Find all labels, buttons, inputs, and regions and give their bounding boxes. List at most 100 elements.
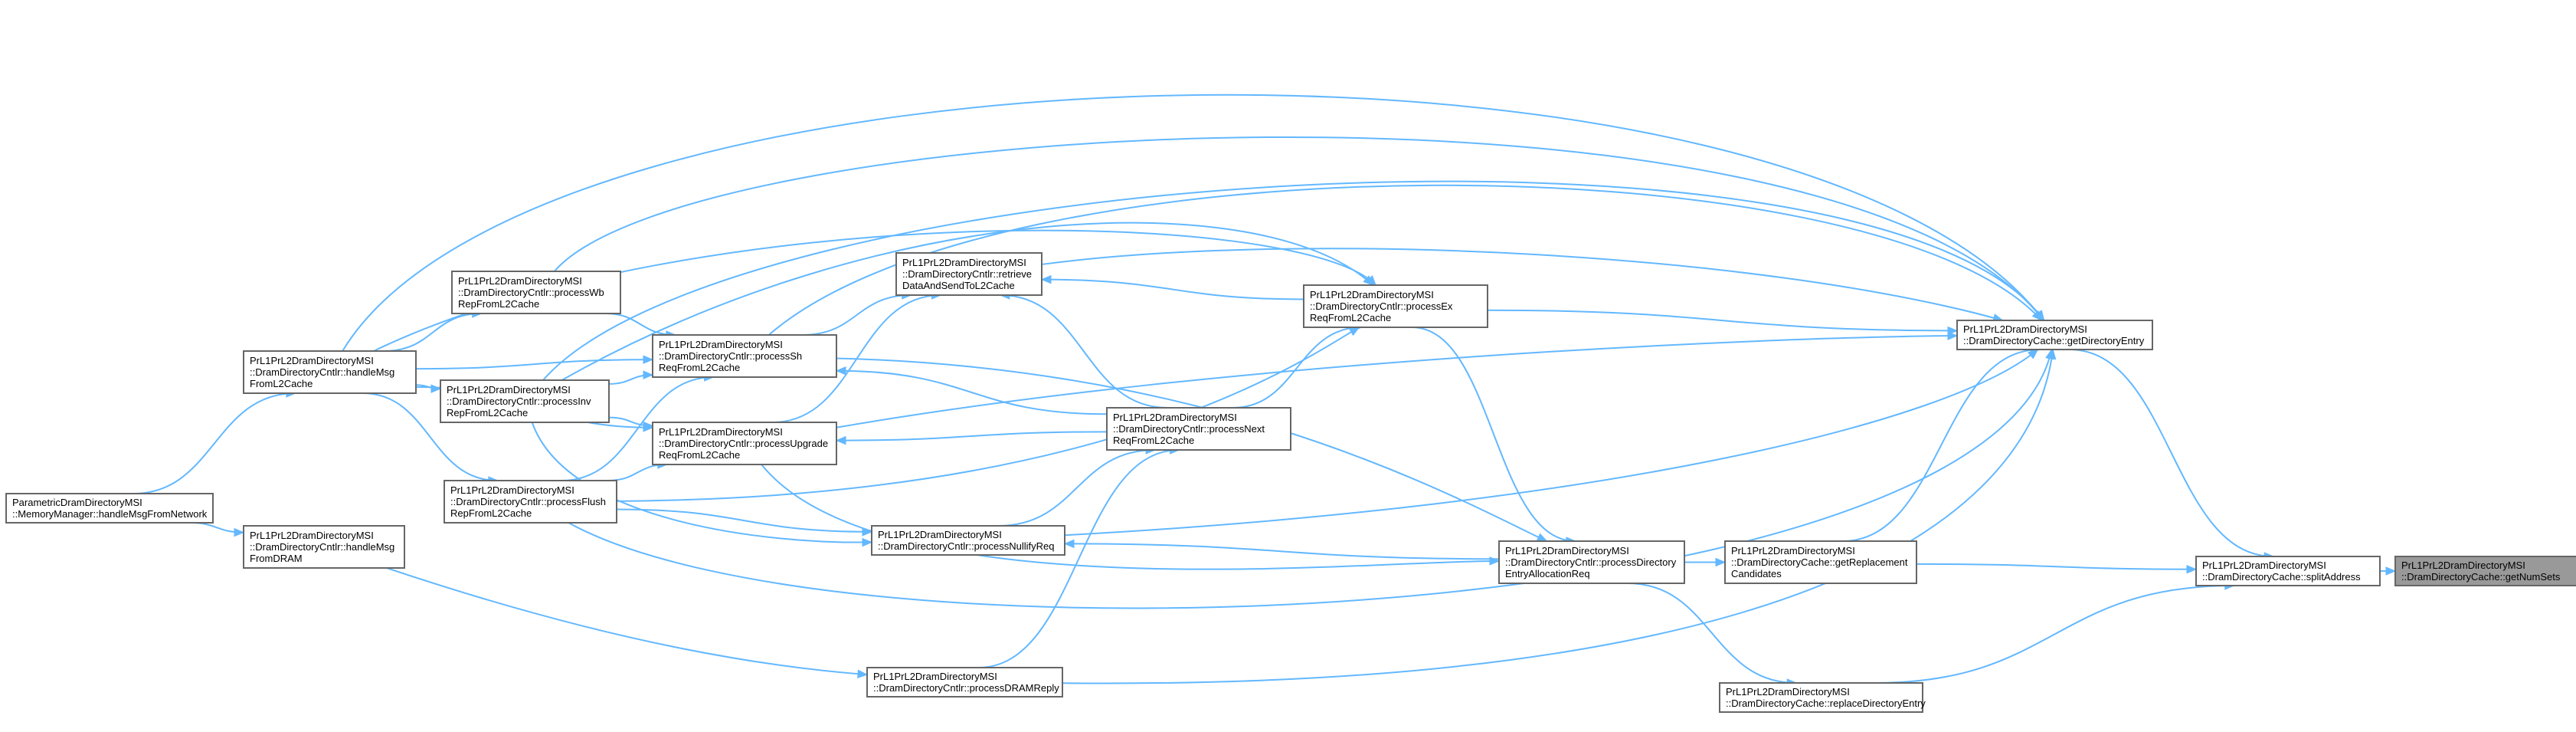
node-label-line: ReqFromL2Cache: [1113, 435, 1194, 446]
edge-handleMsgFromL2Cache-to-processInvRepFromL2Cache: [415, 384, 442, 393]
arrowhead: [1063, 539, 1075, 549]
node-processNullifyReq[interactable]: PrL1PrL2DramDirectoryMSI::DramDirectoryC…: [871, 525, 1065, 556]
node-label-line: ::DramDirectoryCntlr::processDirectory: [1505, 556, 1677, 568]
edge-processDirectoryEntryAllocationReq-to-getReplacementCandidates: [1684, 557, 1727, 567]
node-box[interactable]: [1498, 540, 1685, 584]
node-box[interactable]: [895, 252, 1043, 296]
node-label-line: DataAndSendToL2Cache: [902, 280, 1015, 291]
arrowhead: [2034, 310, 2044, 322]
node-label-line: ReqFromL2Cache: [1310, 312, 1391, 323]
edge-line: [836, 369, 1108, 415]
edge-line: [836, 335, 1958, 428]
arrowhead: [862, 527, 873, 537]
node-label-line: ::DramDirectoryCntlr::processUpgrade: [659, 438, 828, 449]
node-label-line: Candidates: [1731, 568, 1782, 579]
edge-line: [415, 359, 653, 370]
edge-line: [836, 431, 1108, 441]
node-label-line: ::DramDirectoryCntlr::processWb: [458, 287, 604, 298]
node-box[interactable]: [5, 493, 214, 524]
node-box[interactable]: [1956, 320, 2153, 350]
node-processNextReqFromL2Cache[interactable]: PrL1PrL2DramDirectoryMSI::DramDirectoryC…: [1106, 407, 1291, 451]
node-getNumSets[interactable]: PrL1PrL2DramDirectoryMSI::DramDirectoryC…: [2394, 556, 2576, 586]
edge-line: [1232, 327, 1362, 409]
edge-line: [772, 294, 941, 423]
node-retrieveDataAndSendToL2Cache[interactable]: PrL1PrL2DramDirectoryMSI::DramDirectoryC…: [895, 252, 1043, 296]
edge-handleMsgFromL2Cache-to-processShReqFromL2Cache: [415, 355, 654, 370]
edge-line: [1842, 349, 2040, 542]
edge-line: [1041, 278, 1304, 300]
edge-line: [1064, 349, 2038, 537]
node-processDirectoryEntryAllocationReq[interactable]: PrL1PrL2DramDirectoryMSI::DramDirectoryC…: [1498, 540, 1685, 584]
node-label-line: PrL1PrL2DramDirectoryMSI: [2202, 560, 2326, 571]
edge-processShReqFromL2Cache-to-retrieveDataAndSendToL2Cache: [802, 291, 912, 336]
node-box[interactable]: [243, 350, 417, 394]
node-handleMsgFromNetwork[interactable]: ParametricDramDirectoryMSI::MemoryManage…: [5, 493, 214, 524]
node-box[interactable]: [871, 525, 1065, 556]
edge-replaceDirectoryEntry-to-splitAddress: [1874, 581, 2236, 684]
node-box[interactable]: [451, 271, 621, 314]
node-processFlushRepFromL2Cache[interactable]: PrL1PrL2DramDirectoryMSI::DramDirectoryC…: [444, 480, 617, 524]
node-processDRAMReply[interactable]: PrL1PrL2DramDirectoryMSI::DramDirectoryC…: [866, 667, 1063, 698]
node-processWbRepFromL2Cache[interactable]: PrL1PrL2DramDirectoryMSI::DramDirectoryC…: [451, 271, 621, 314]
node-handleMsgFromDRAM[interactable]: PrL1PrL2DramDirectoryMSI::DramDirectoryC…: [243, 525, 405, 569]
node-box[interactable]: [1724, 540, 1917, 584]
node-label-line: ::DramDirectoryCntlr::handleMsg: [250, 366, 394, 378]
edge-line: [978, 449, 1180, 668]
edge-processNextReqFromL2Cache-to-retrieveDataAndSendToL2Cache: [999, 291, 1168, 409]
node-label-line: ParametricDramDirectoryMSI: [12, 497, 142, 508]
node-replaceDirectoryEntry[interactable]: PrL1PrL2DramDirectoryMSI::DramDirectoryC…: [1719, 682, 1926, 713]
node-label-line: PrL1PrL2DramDirectoryMSI: [1963, 323, 2087, 335]
node-handleMsgFromL2Cache[interactable]: PrL1PrL2DramDirectoryMSI::DramDirectoryC…: [243, 350, 417, 394]
edge-line: [1064, 543, 1500, 560]
arrowhead: [1947, 331, 1959, 340]
edge-processDirectoryEntryAllocationReq-to-processNullifyReq: [1063, 539, 1500, 560]
node-label-line: ::DramDirectoryCache::getReplacement: [1731, 556, 1908, 568]
node-box[interactable]: [2394, 556, 2576, 586]
edge-line: [1487, 309, 1958, 332]
node-label-line: FromL2Cache: [250, 378, 313, 389]
node-label-line: PrL1PrL2DramDirectoryMSI: [1310, 289, 1434, 300]
node-processInvRepFromL2Cache[interactable]: PrL1PrL2DramDirectoryMSI::DramDirectoryC…: [440, 379, 610, 423]
node-box[interactable]: [652, 422, 837, 465]
node-label-line: PrL1PrL2DramDirectoryMSI: [1731, 545, 1855, 556]
node-box[interactable]: [1719, 682, 1923, 713]
edge-processFlushRepFromL2Cache-to-getDirectoryEntry: [568, 348, 2054, 609]
arrowhead: [1348, 327, 1360, 336]
node-label-line: PrL1PrL2DramDirectoryMSI: [1726, 686, 1850, 698]
edge-line: [531, 422, 872, 543]
arrowhead: [643, 423, 654, 432]
edge-processUpgradeReqFromL2Cache-to-getDirectoryEntry: [836, 331, 1959, 428]
arrowhead: [857, 669, 869, 678]
edge-processNextReqFromL2Cache-to-processExReqFromL2Cache: [1232, 323, 1363, 409]
node-processExReqFromL2Cache[interactable]: PrL1PrL2DramDirectoryMSI::DramDirectoryC…: [1303, 284, 1488, 328]
node-splitAddress[interactable]: PrL1PrL2DramDirectoryMSI::DramDirectoryC…: [2195, 556, 2381, 586]
node-label-line: FromDRAM: [250, 553, 303, 564]
node-processShReqFromL2Cache[interactable]: PrL1PrL2DramDirectoryMSI::DramDirectoryC…: [652, 334, 837, 378]
node-box[interactable]: [243, 525, 405, 569]
node-label-line: PrL1PrL2DramDirectoryMSI: [250, 355, 374, 366]
edge-getReplacementCandidates-to-splitAddress: [1916, 563, 2198, 574]
node-processUpgradeReqFromL2Cache[interactable]: PrL1PrL2DramDirectoryMSI::DramDirectoryC…: [652, 422, 837, 465]
node-label-line: ReqFromL2Cache: [659, 449, 740, 461]
edge-line: [542, 180, 2045, 381]
arrowhead: [2385, 566, 2397, 576]
node-getReplacementCandidates[interactable]: PrL1PrL2DramDirectoryMSI::DramDirectoryC…: [1724, 540, 1917, 584]
edge-getReplacementCandidates-to-getDirectoryEntry: [1842, 345, 2041, 542]
node-label-line: ::DramDirectoryCntlr::processInv: [447, 396, 591, 407]
node-label-line: EntryAllocationReq: [1505, 568, 1590, 579]
edge-line: [342, 94, 2044, 352]
node-box[interactable]: [1106, 407, 1291, 451]
node-box[interactable]: [652, 334, 837, 378]
edge-handleMsgFromNetwork-to-handleMsgFromL2Cache: [133, 389, 297, 494]
node-getDirectoryEntry[interactable]: PrL1PrL2DramDirectoryMSI::DramDirectoryC…: [1956, 320, 2153, 350]
node-box[interactable]: [444, 480, 617, 524]
edge-processNullifyReq-to-processNextReqFromL2Cache: [998, 445, 1157, 527]
edge-line: [1874, 585, 2234, 684]
node-box[interactable]: [440, 379, 610, 423]
node-box[interactable]: [2195, 556, 2381, 586]
node-label-line: ::DramDirectoryCntlr::processFlush: [450, 496, 606, 507]
node-label-line: ::DramDirectoryCntlr::processEx: [1310, 300, 1453, 312]
node-box[interactable]: [1303, 284, 1488, 328]
node-box[interactable]: [866, 667, 1063, 698]
arrowhead: [430, 384, 442, 393]
